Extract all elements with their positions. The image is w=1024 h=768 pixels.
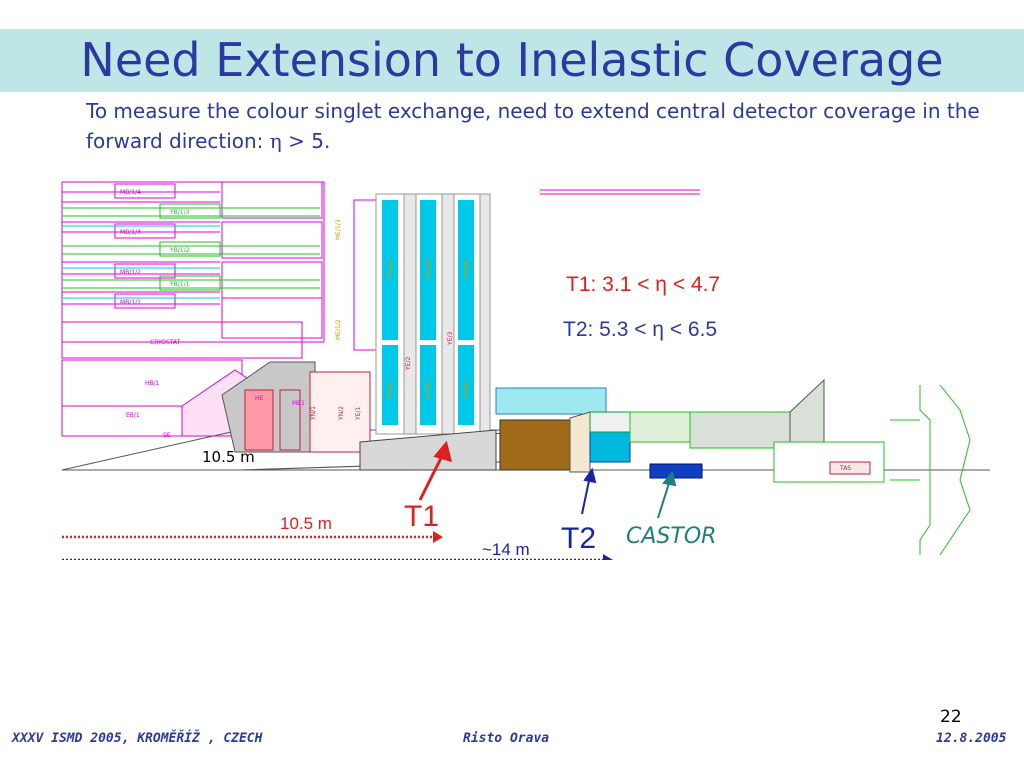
eta-symbol: η [269,129,282,153]
label-me32: ME/3/2 [425,259,432,280]
subtitle-end: > 5. [281,129,331,153]
slide-title: Need Extension to Inelastic Coverage [80,33,944,87]
yoke-barrel-lines [62,203,320,291]
label-yn2: YN/2 [338,406,345,421]
label-ye2: YE/2 [405,357,412,371]
muon-barrel-stack [61,181,325,343]
label-se: SE [163,432,171,439]
t1-arrow [418,440,453,501]
label-hb1: HB/1 [145,380,160,387]
label-tas: TAS [839,465,851,472]
label-ye1: YE/1 [355,407,362,421]
label-cryostat: CRYOSTAT [150,339,181,346]
t2-arrow [581,467,597,515]
t2-eta-range: T2: 5.3 < η < 6.5 [563,318,718,341]
title-bar [0,29,1024,92]
castor-callout: CASTOR [626,524,717,549]
distance-arrowhead-10-5m [433,531,443,543]
footer-author: Risto Orava [463,731,550,746]
label-eb1: EB/1 [126,412,140,419]
t1-eta-range: T1: 3.1 < η < 4.7 [566,273,721,296]
label-inner-distance: 10.5 m [202,448,255,466]
label-mb12: MB/1/2 [120,269,141,276]
label-me42: ME/4/2 [463,259,470,280]
label-me21: ME/2/1 [387,379,394,400]
page-number: 22 [940,707,962,727]
frame-lines [540,189,700,195]
label-mb11: MB/1/1 [120,299,141,306]
t1-callout: T1 [404,500,440,533]
label-ye3: YE/3 [447,332,454,346]
forward-region [495,378,825,479]
castor-arrow [657,470,677,519]
t1-region [359,429,497,471]
t2-callout: T2 [561,522,597,555]
cms-forward-detector-diagram: MB/1/4 MB/1/3 MB/1/2 MB/1/1 CRYOSTAT HB/… [61,181,990,560]
label-me1: ME1 [292,400,305,407]
distance-arrowhead-14m [603,554,613,560]
tas-structure [773,384,971,556]
label-yb11: YB/1/1 [169,281,190,288]
label-me31: ME/3/1 [425,379,432,400]
muon-endcap-stations [353,193,491,435]
footer-date: 12.8.2005 [936,731,1007,746]
footer-conference: XXXV ISMD 2005, KROMĚŘÍŽ , CZECH [12,731,263,746]
label-yn1: YN/1 [310,406,317,421]
label-me12: ME/1/2 [335,319,342,340]
label-mb13: MB/1/3 [120,229,141,236]
he-endcap [221,361,371,453]
label-he: HE [255,395,264,402]
label-me41: ME/4/1 [463,379,470,400]
label-me13: ME/1/3 [335,219,342,240]
label-yb13: YB/1/3 [169,209,190,216]
label-me22: ME/2/2 [387,259,394,280]
label-mb14: MB/1/4 [120,189,141,196]
label-yb12: YB/1/2 [169,247,190,254]
slide-subtitle: To measure the colour singlet exchange, … [86,96,986,156]
distance-label-14m: ~14 m [482,540,530,559]
subtitle-text: To measure the colour singlet exchange, … [86,99,980,153]
cyan-barrel-lines [62,225,220,299]
distance-label-10-5m: 10.5 m [280,514,332,533]
